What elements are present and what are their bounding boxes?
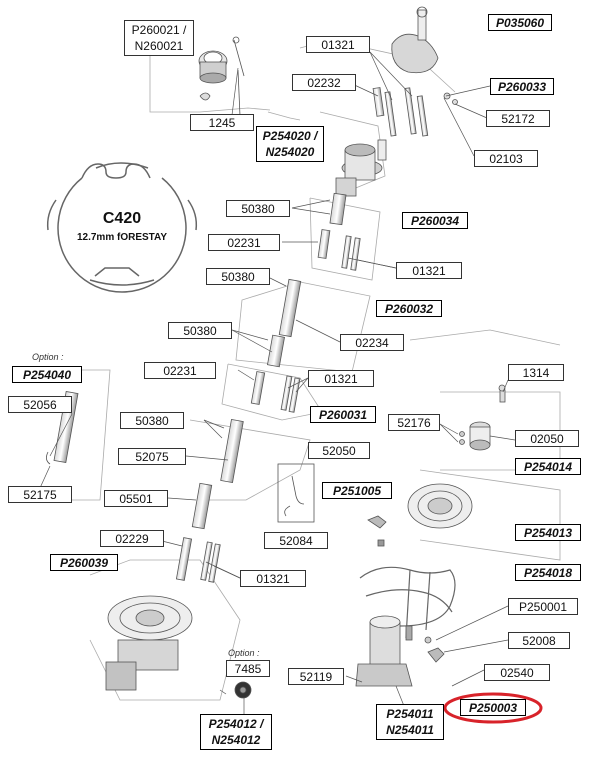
label-52050: 52050 (308, 442, 370, 459)
label-02229: 02229 (100, 530, 164, 547)
label-p260039: P260039 (50, 554, 118, 571)
label-02540: 02540 (484, 664, 550, 681)
label-p260031: P260031 (310, 406, 376, 423)
highlight-ellipse (443, 692, 543, 724)
label-52084: 52084 (264, 532, 328, 549)
screw-1314 (498, 384, 506, 403)
label-01321-b: 01321 (396, 262, 462, 279)
label-02234: 02234 (340, 334, 404, 351)
label-1245: 1245 (190, 114, 254, 131)
label-02231-a: 02231 (208, 234, 280, 251)
label-50380-c: 50380 (168, 322, 232, 339)
label-01321-c: 01321 (308, 370, 374, 387)
label-p250003: P250003 (460, 699, 526, 716)
label-52119: 52119 (288, 668, 344, 685)
label-p254014: P254014 (515, 458, 581, 475)
foil-sections (175, 192, 361, 583)
foil-profile (46, 162, 198, 293)
rods-01321-top (384, 87, 429, 137)
profile-subtitle: 12.7mm fORESTAY (76, 232, 168, 243)
label-1314: 1314 (508, 364, 564, 381)
label-option-a: Option : (32, 352, 64, 362)
pin-02232 (372, 87, 385, 117)
label-50380-b: 50380 (206, 268, 270, 285)
lower-drum (105, 595, 193, 691)
label-p250001: P250001 (508, 598, 578, 615)
label-p260034: P260034 (402, 212, 468, 229)
drum (367, 483, 473, 547)
label-01321-top: 01321 (306, 36, 370, 53)
label-p254020: P254020 / N254020 (256, 126, 324, 162)
label-option-b: Option : (228, 648, 260, 658)
bearing-assembly (198, 36, 245, 117)
leader-lines (39, 51, 516, 718)
base-drum (355, 615, 445, 687)
label-02103: 02103 (474, 150, 538, 167)
label-p035060: P035060 (488, 14, 552, 31)
section-outlines (40, 20, 561, 701)
label-p254013: P254013 (515, 524, 581, 541)
label-52056: 52056 (8, 396, 72, 413)
label-52176: 52176 (388, 414, 440, 431)
label-52172: 52172 (486, 110, 550, 127)
label-50380-d: 50380 (120, 412, 184, 429)
label-p260021: P260021 / N260021 (124, 20, 194, 56)
label-52075: 52075 (118, 448, 186, 465)
profile-title: C420 (102, 210, 142, 227)
label-52175: 52175 (8, 486, 72, 503)
label-01321-d: 01321 (240, 570, 306, 587)
label-p254012: P254012 / N254012 (200, 714, 272, 750)
label-p254018: P254018 (515, 564, 581, 581)
label-p254040: P254040 (12, 366, 82, 383)
knob-7485 (234, 681, 252, 699)
label-50380-a: 50380 (226, 200, 290, 217)
bushing (459, 421, 491, 451)
label-02232: 02232 (292, 74, 356, 91)
label-02050: 02050 (515, 430, 579, 447)
label-02231-b: 02231 (144, 362, 216, 379)
head-fitting (391, 6, 439, 74)
clip-251005 (277, 463, 315, 523)
label-p260033: P260033 (490, 78, 554, 95)
label-05501: 05501 (104, 490, 168, 507)
swivel-fitting (335, 139, 387, 197)
label-p251005: P251005 (322, 482, 392, 499)
label-52008: 52008 (508, 632, 570, 649)
label-p260032: P260032 (376, 300, 442, 317)
label-7485: 7485 (226, 660, 270, 677)
label-p254011: P254011 N254011 (376, 704, 444, 740)
